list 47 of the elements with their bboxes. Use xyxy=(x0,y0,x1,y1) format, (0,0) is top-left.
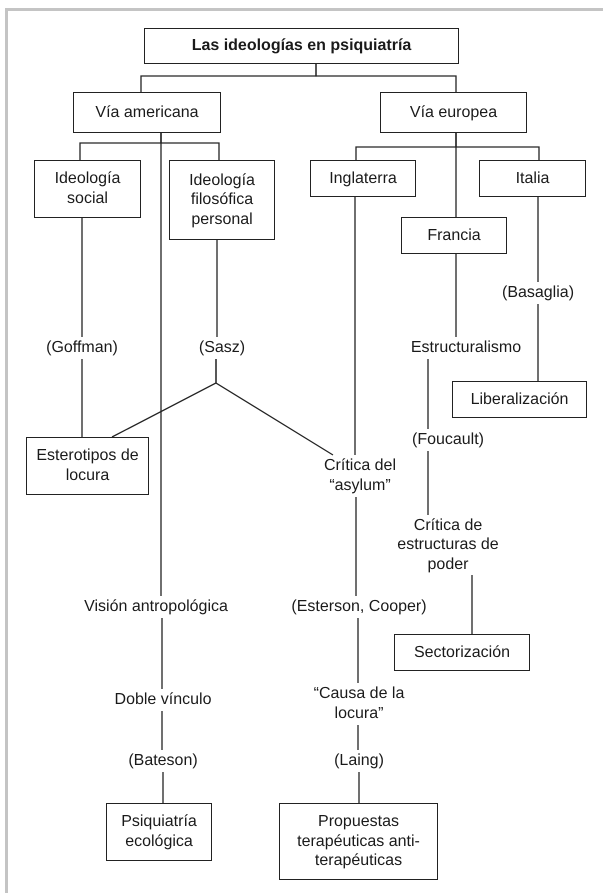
concept-text: (Laing) xyxy=(320,750,398,772)
connector-line xyxy=(358,772,360,803)
concept-box: Italia xyxy=(479,160,586,197)
concept-text: (Goffman) xyxy=(38,337,126,359)
connector-line xyxy=(161,618,163,689)
connector-line xyxy=(162,772,164,803)
connector-line xyxy=(216,240,218,337)
connector-line xyxy=(357,618,359,683)
concept-box: Ideología filosófica personal xyxy=(169,160,275,240)
concept-box: Inglaterra xyxy=(310,160,416,197)
connector-line xyxy=(427,451,429,515)
concept-text: Doble vínculo xyxy=(96,689,230,711)
connector-line xyxy=(81,359,83,437)
connector-line xyxy=(215,359,334,456)
connector-line xyxy=(427,359,429,429)
connector-line xyxy=(357,725,359,750)
connector-line xyxy=(455,133,457,217)
connector-line xyxy=(81,218,83,337)
concept-box: Ideología social xyxy=(34,160,141,218)
concept-text: (Sasz) xyxy=(190,337,254,359)
concept-text: (Bateson) xyxy=(118,750,208,772)
concept-text: Crítica del “asylum” xyxy=(306,455,414,497)
concept-text: (Esterson, Cooper) xyxy=(272,596,446,618)
concept-box: Liberalización xyxy=(452,381,587,418)
concept-box: Propuestas terapéuticas anti-terapéuticas xyxy=(279,803,438,880)
concept-box: Psiquiatría ecológica xyxy=(106,803,212,861)
concept-box: Vía europea xyxy=(380,92,527,133)
concept-text: (Basaglia) xyxy=(487,282,589,304)
concept-text: Visión antropológica xyxy=(62,596,250,618)
connector-line xyxy=(537,197,539,282)
connector-line xyxy=(355,497,357,596)
connector-line xyxy=(160,133,162,596)
connector-line xyxy=(161,711,163,750)
concept-box: Esterotipos de locura xyxy=(26,437,149,495)
connector-line xyxy=(537,304,539,381)
connector-line xyxy=(354,197,356,455)
concept-text: (Foucault) xyxy=(402,429,494,451)
connector-line xyxy=(455,254,457,337)
concept-box: Vía americana xyxy=(73,92,221,133)
connector-line xyxy=(471,575,473,634)
concept-box: Francia xyxy=(401,217,507,254)
concept-box: Sectorización xyxy=(394,634,530,671)
concept-text: Estructuralismo xyxy=(396,337,536,359)
title-box: Las ideologías en psiquiatría xyxy=(144,28,459,64)
concept-text: Crítica de estructuras de poder xyxy=(392,515,504,575)
connector-line xyxy=(315,64,457,92)
concept-text: “Causa de la locura” xyxy=(306,683,412,725)
